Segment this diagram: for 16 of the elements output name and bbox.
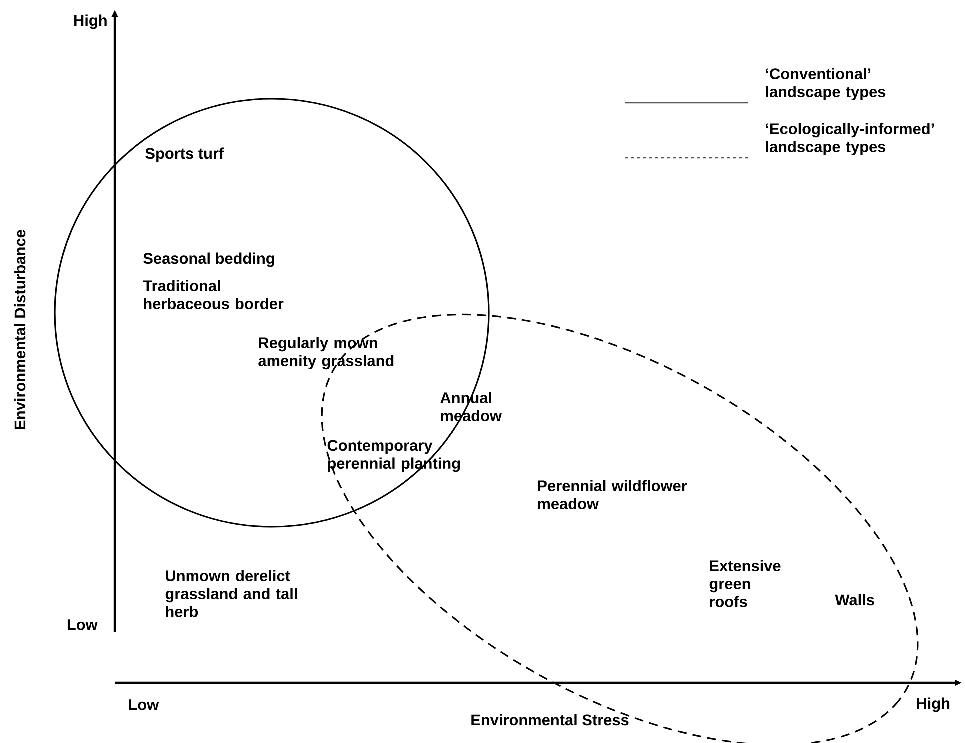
axis-tick-label: High (74, 14, 107, 30)
axis-title: Environmental Stress (472, 714, 629, 726)
legend-label: ‘Conventional’ landscape types (766, 68, 886, 101)
region-label: Traditional herbaceous border (143, 280, 284, 310)
axis-title: Environmental Disturbance (14, 230, 26, 430)
region-label: Extensive green roofs (710, 560, 781, 608)
axis-tick-label: Low (129, 700, 160, 710)
axis-tick-label: High (917, 698, 950, 712)
region-label: Regularly mown amenity grassland (258, 337, 394, 370)
region-label: Perennial wildflower meadow (538, 480, 688, 510)
region-label: Sports turf (146, 148, 224, 162)
region-label: Seasonal bedding (144, 252, 274, 268)
axis-tick-label: Low (68, 620, 98, 630)
legend-label: ‘Ecologically-informed’ landscape types (766, 123, 934, 156)
region-label: Unmown derelict grassland and tall herb (166, 570, 298, 618)
region-label: Walls (835, 594, 874, 606)
